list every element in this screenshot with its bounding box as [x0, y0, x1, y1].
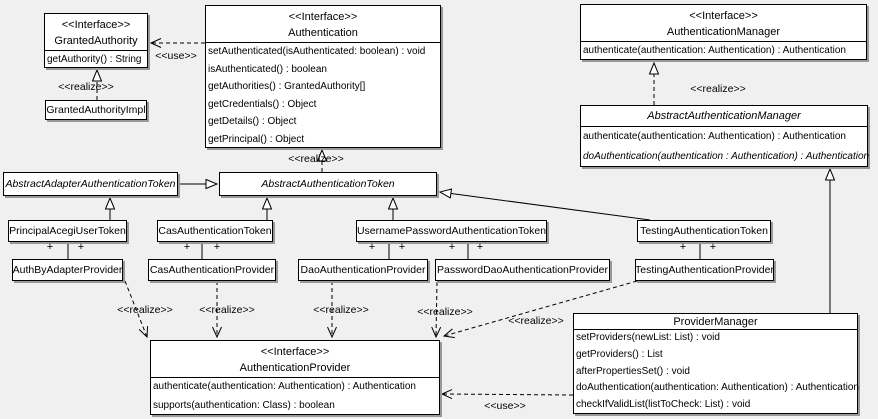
class-name: TestingAuthenticationProvider [635, 264, 774, 276]
association-end-plus: + [476, 241, 484, 253]
class-name: ProviderManager [673, 316, 758, 328]
class-name: AbstractAdapterAuthenticationToken [5, 178, 176, 190]
realize-label: <<realize>> [288, 153, 344, 165]
edge-realize-testing-provider [442, 280, 638, 339]
realize-label: <<realize>> [199, 304, 255, 316]
method: setProviders(newList: List) : void [576, 332, 720, 343]
method: getCredentials() : Object [208, 98, 317, 110]
class-name: DaoAuthenticationProvider [300, 264, 426, 276]
class-authentication-manager[interactable]: <<Interface>> AuthenticationManager auth… [580, 4, 867, 60]
realize-label: <<realize>> [508, 315, 564, 327]
use-label: <<use>> [484, 400, 526, 412]
class-name: AuthenticationManager [666, 26, 781, 38]
class-granted-authority[interactable]: <<Interface>> GrantedAuthority getAuthor… [44, 13, 148, 68]
class-name: AuthenticationProvider [239, 362, 351, 374]
association-end-plus: + [679, 241, 687, 253]
class-name: PrincipalAcegiUserToken [9, 225, 126, 237]
class-testing-authentication-token[interactable]: TestingAuthenticationToken [637, 220, 771, 242]
association-end-plus: + [368, 241, 376, 253]
method: getPrincipal() : Object [208, 133, 305, 145]
method: afterPropertiesSet() : void [576, 365, 690, 377]
method: supports(authentication: Class) : boolea… [153, 399, 335, 411]
method: getDetails() : Object [208, 116, 297, 127]
stereotype-label: <<Interface>> [288, 11, 358, 23]
edge-realize-authbyadapter-provider [124, 280, 149, 339]
realize-label: <<realize>> [417, 306, 473, 318]
class-provider-manager[interactable]: ProviderManager setProviders(newList: Li… [573, 313, 859, 414]
method: checkIfValidList(listToCheck: List) : vo… [576, 399, 751, 411]
class-authentication-provider[interactable]: <<Interface>> AuthenticationProvider aut… [150, 340, 440, 415]
method: getAuthorities() : GrantedAuthority[] [208, 81, 366, 92]
stereotype-label: <<Interface>> [260, 346, 330, 358]
class-principal-acegi-user-token[interactable]: PrincipalAcegiUserToken [8, 220, 127, 242]
stereotype-label: <<Interface>> [689, 10, 758, 22]
method: authenticate(authentication: Authenticat… [583, 45, 846, 56]
method: getProviders() : List [576, 348, 663, 360]
class-name: CasAuthenticationProvider [149, 264, 275, 276]
method: isAuthenticated() : boolean [208, 63, 327, 75]
use-label: <<use>> [155, 50, 197, 62]
realize-label: <<realize>> [313, 304, 369, 316]
class-name: CasAuthenticationToken [158, 225, 272, 237]
method: authenticate(authentication: Authenticat… [583, 131, 846, 142]
class-testing-authentication-provider[interactable]: TestingAuthenticationProvider [635, 259, 774, 281]
class-abstract-adapter-authentication-token[interactable]: AbstractAdapterAuthenticationToken [3, 172, 178, 196]
method: authenticate(authentication: Authenticat… [153, 381, 416, 392]
class-name: AbstractAuthenticationManager [647, 110, 801, 122]
association-end-plus: + [213, 241, 221, 253]
class-cas-authentication-token[interactable]: CasAuthenticationToken [157, 220, 273, 242]
method: getAuthority() : String [47, 54, 142, 65]
stereotype-label: <<Interface>> [61, 19, 131, 31]
class-name: AbstractAuthenticationToken [261, 178, 395, 190]
association-end-plus: + [77, 241, 85, 253]
realize-label: <<realize>> [117, 304, 173, 316]
class-name: Authentication [288, 27, 358, 39]
class-abstract-authentication-token[interactable]: AbstractAuthenticationToken [219, 172, 437, 196]
class-name: UsernamePasswordAuthenticationToken [356, 225, 547, 237]
class-cas-authentication-provider[interactable]: CasAuthenticationProvider [148, 259, 276, 281]
association-end-plus: + [398, 241, 406, 253]
association-end-plus: + [448, 241, 456, 253]
edge-realize-passworddao-provider [431, 281, 442, 339]
edge-use-providermanager-authenticationprovider [440, 389, 574, 400]
class-username-password-authentication-token[interactable]: UsernamePasswordAuthenticationToken [356, 220, 547, 242]
edge-generalization-testing-token [440, 192, 651, 221]
class-name: AuthByAdapterProvider [12, 264, 123, 276]
method: doAuthentication(authentication : Authen… [583, 150, 870, 162]
class-auth-by-adapter-provider[interactable]: AuthByAdapterProvider [12, 259, 123, 281]
class-abstract-authentication-manager[interactable]: AbstractAuthenticationManager authentica… [580, 105, 870, 167]
class-dao-authentication-provider[interactable]: DaoAuthenticationProvider [298, 259, 428, 281]
association-end-plus: + [183, 241, 191, 253]
realize-label: <<realize>> [58, 81, 114, 93]
class-name: GrantedAuthority [54, 35, 138, 47]
realize-label: <<realize>> [690, 83, 746, 95]
method: doAuthentication(authentication: Authent… [576, 382, 859, 394]
association-end-plus: + [46, 241, 54, 253]
class-name: TestingAuthenticationToken [640, 225, 768, 237]
class-password-dao-authentication-provider[interactable]: PasswordDaoAuthenticationProvider [435, 259, 610, 281]
class-name: PasswordDaoAuthenticationProvider [436, 264, 608, 276]
association-end-plus: + [709, 241, 717, 253]
class-name: GrantedAuthorityImpl [46, 104, 146, 116]
class-authentication[interactable]: <<Interface>> Authentication setAuthenti… [205, 5, 441, 148]
method: setAuthenticated(isAuthenticated: boolea… [208, 46, 426, 57]
class-granted-authority-impl[interactable]: GrantedAuthorityImpl [45, 100, 147, 120]
